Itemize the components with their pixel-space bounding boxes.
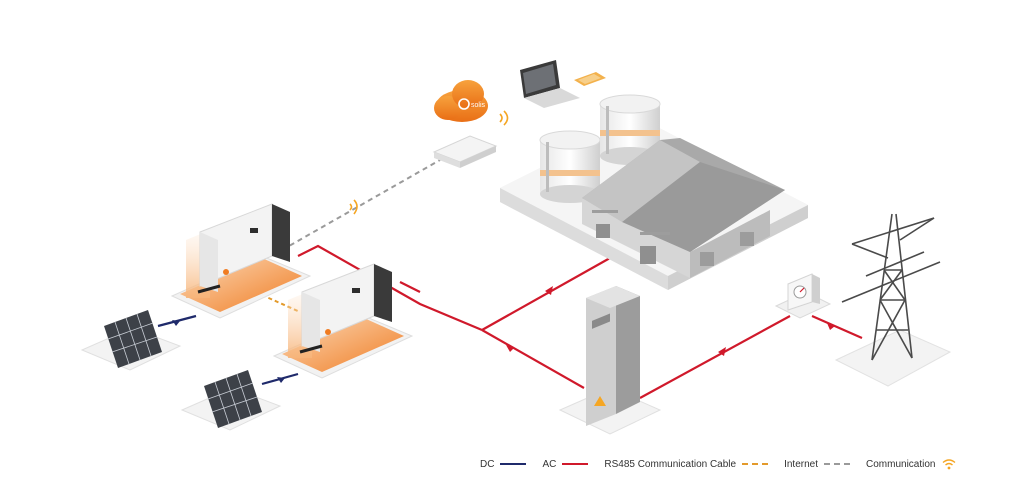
legend-item-rs485: RS485 Communication Cable bbox=[604, 458, 769, 470]
cloud-logo-text: solis bbox=[471, 102, 486, 109]
legend-item-communication: Communication bbox=[866, 458, 955, 470]
legend: DC AC RS485 Communication Cable Internet… bbox=[480, 455, 1000, 473]
wifi-router-icon bbox=[349, 199, 358, 215]
cloud-icon: solis bbox=[434, 80, 488, 122]
inverter-1 bbox=[170, 203, 312, 319]
cabinet-icon bbox=[558, 286, 662, 435]
legend-internet-swatch bbox=[824, 463, 851, 465]
dc-arrows bbox=[172, 320, 285, 383]
legend-rs485-label: RS485 Communication Cable bbox=[604, 458, 737, 470]
legend-communication-label: Communication bbox=[866, 458, 936, 470]
legend-internet-label: Internet bbox=[784, 458, 819, 470]
solar-panel-2 bbox=[180, 370, 282, 431]
storage-tank-1 bbox=[539, 130, 601, 203]
solar-panel-1 bbox=[80, 310, 182, 371]
legend-ac-label: AC bbox=[542, 458, 557, 470]
factory-icon bbox=[582, 138, 785, 278]
phone-icon bbox=[574, 72, 606, 86]
legend-dc-label: DC bbox=[480, 458, 495, 470]
legend-dc-swatch bbox=[500, 463, 527, 465]
storage-tank-2 bbox=[599, 94, 661, 165]
legend-item-dc: DC bbox=[480, 458, 527, 470]
legend-rs485-swatch bbox=[742, 463, 769, 465]
legend-item-internet: Internet bbox=[784, 458, 851, 470]
wifi-icon bbox=[942, 459, 955, 470]
wifi-cloud-icon bbox=[499, 110, 509, 126]
internet-line bbox=[281, 159, 441, 251]
laptop-icon bbox=[520, 60, 580, 108]
pylon-icon bbox=[834, 213, 952, 387]
meter-icon bbox=[774, 273, 832, 319]
ac-arrows bbox=[506, 286, 835, 356]
inverter-logos bbox=[223, 269, 331, 335]
router-icon bbox=[432, 135, 498, 168]
inverter-2 bbox=[272, 263, 414, 379]
legend-item-ac: AC bbox=[542, 458, 589, 470]
dc-lines bbox=[157, 314, 299, 386]
legend-ac-swatch bbox=[562, 463, 589, 465]
